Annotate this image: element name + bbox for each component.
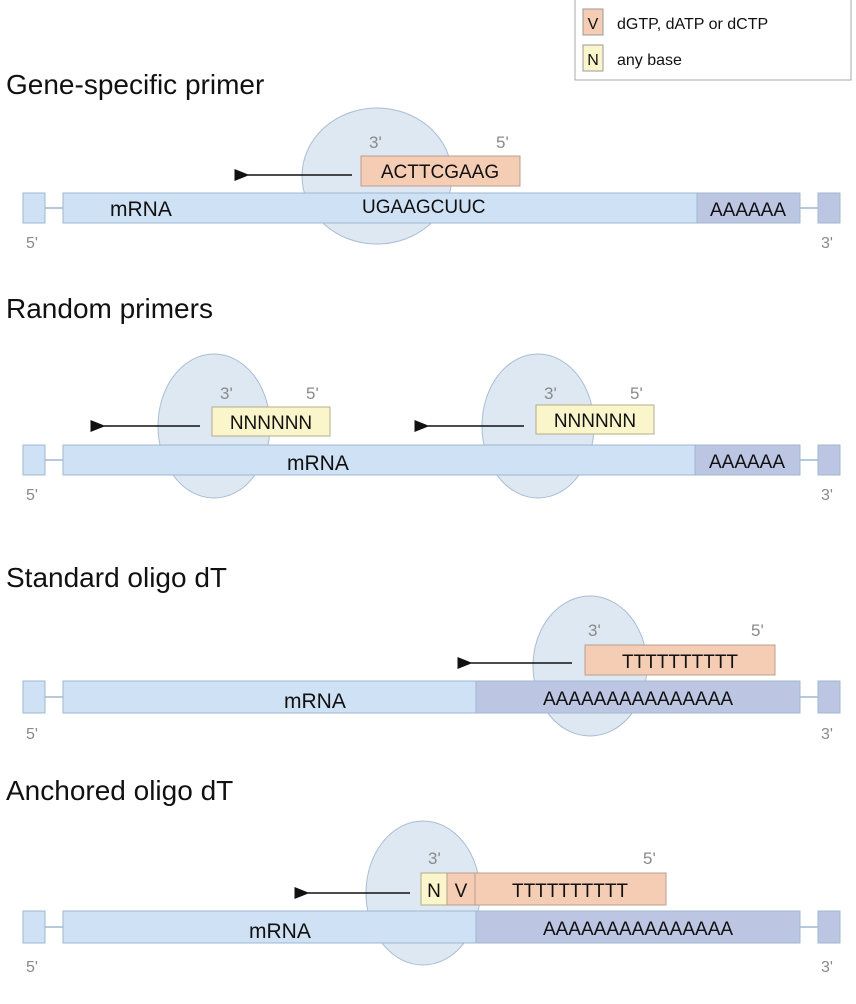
legend-swatch-v: [582, 8, 604, 36]
poly-a-tail-label: AAAAAA: [710, 200, 786, 221]
mrna-3-end-block: [817, 444, 841, 476]
random-primer-2-5-prime-label: 5': [630, 384, 643, 403]
legend-code-n: N: [587, 52, 599, 69]
mrna-5-cap-block: [22, 444, 46, 476]
random-primer-1-5-prime-label: 5': [306, 384, 319, 403]
poly-a-tail: [694, 444, 801, 476]
panel-title: Gene-specific primer: [6, 69, 264, 100]
primer-sequence: TTTTTTTTTT: [622, 652, 738, 673]
mrna-3-prime-label: 3': [821, 726, 833, 743]
mrna-5-prime-label: 5': [26, 959, 38, 976]
mrna-5-prime-label: 5': [26, 235, 38, 252]
panel-gene-specific: Gene-specific primer mRNA UGAAGCUUC AAAA…: [6, 69, 841, 252]
legend-text-v: dGTP, dATP or dCTP: [617, 16, 768, 33]
legend-swatch-n: [582, 44, 604, 72]
mrna-5-prime-label: 5': [26, 487, 38, 504]
anchor-base-n-label: N: [427, 881, 441, 902]
poly-a-tail-label: AAAAAA: [709, 452, 785, 473]
legend-item-n: N any base: [582, 44, 682, 72]
mrna-3-prime-label: 3': [821, 235, 833, 252]
legend: V dGTP, dATP or dCTP N any base: [574, 0, 852, 81]
poly-a-tail: [475, 680, 801, 714]
mrna-3-end-block: [817, 192, 841, 224]
primer-3-prime-label: 3': [369, 133, 382, 152]
primer-3-prime-label: 3': [588, 621, 601, 640]
primer-sequence: TTTTTTTTTT: [512, 881, 628, 902]
mrna-5-cap-block: [22, 680, 46, 714]
gene-specific-primer: [360, 155, 521, 187]
random-primer-1: [211, 406, 331, 437]
panel-standard-oligo-dt: Standard oligo dT mRNA AAAAAAAAAAAAAAA T…: [6, 562, 841, 743]
mrna-strand: [22, 680, 841, 714]
anchor-base-v-label: V: [455, 881, 468, 902]
legend-code-v: V: [588, 16, 599, 33]
random-primer-1-sequence: NNNNNN: [230, 413, 312, 434]
panel-title: Anchored oligo dT: [6, 775, 233, 806]
random-primer-1-3-prime-label: 3': [220, 384, 233, 403]
random-primer-2-sequence: NNNNNN: [554, 411, 636, 432]
mrna-strand: [22, 910, 841, 944]
mrna-3-end-block: [817, 680, 841, 714]
mrna-3-prime-label: 3': [821, 959, 833, 976]
primer-5-prime-label: 5': [643, 849, 656, 868]
legend-text-n: any base: [617, 52, 682, 69]
oligo-dt-primer: [584, 644, 776, 676]
legend-item-v: V dGTP, dATP or dCTP: [582, 8, 768, 36]
poly-a-tail-label: AAAAAAAAAAAAAAA: [543, 919, 733, 940]
anchor-base-n: [420, 872, 448, 906]
mrna-5-cap-block: [22, 910, 46, 944]
mrna-label: mRNA: [287, 452, 349, 475]
mrna-body: [62, 444, 696, 476]
mrna-strand: [22, 444, 841, 476]
mrna-label: mRNA: [284, 690, 346, 713]
primer-sequence: ACTTCGAAG: [381, 162, 499, 183]
primer-5-prime-label: 5': [751, 621, 764, 640]
panel-random: Random primers mRNA AAAAAA NNNNNN 3' 5' …: [6, 293, 841, 504]
mrna-body: [62, 910, 477, 944]
mrna-body: [62, 680, 477, 714]
mrna-label: mRNA: [110, 198, 172, 221]
poly-a-tail-label: AAAAAAAAAAAAAAA: [543, 689, 733, 710]
anchor-base-v: [446, 872, 476, 906]
mrna-3-prime-label: 3': [821, 487, 833, 504]
mrna-label: mRNA: [249, 920, 311, 943]
mrna-3-end-block: [817, 910, 841, 944]
random-primer-2-3-prime-label: 3': [544, 384, 557, 403]
panel-anchored-oligo-dt: Anchored oligo dT mRNA AAAAAAAAAAAAAAA N…: [6, 775, 841, 976]
mrna-5-prime-label: 5': [26, 726, 38, 743]
mrna-5-cap-block: [22, 192, 46, 224]
template-sequence: UGAAGCUUC: [362, 197, 486, 218]
mrna-strand: [22, 192, 841, 224]
random-primer-2: [535, 404, 655, 435]
panel-title: Random primers: [6, 293, 213, 324]
primer-5-prime-label: 5': [496, 133, 509, 152]
primer-3-prime-label: 3': [428, 849, 441, 868]
poly-a-tail: [475, 910, 801, 944]
panel-title: Standard oligo dT: [6, 562, 227, 593]
anchored-oligo-dt-primer: [474, 872, 667, 906]
